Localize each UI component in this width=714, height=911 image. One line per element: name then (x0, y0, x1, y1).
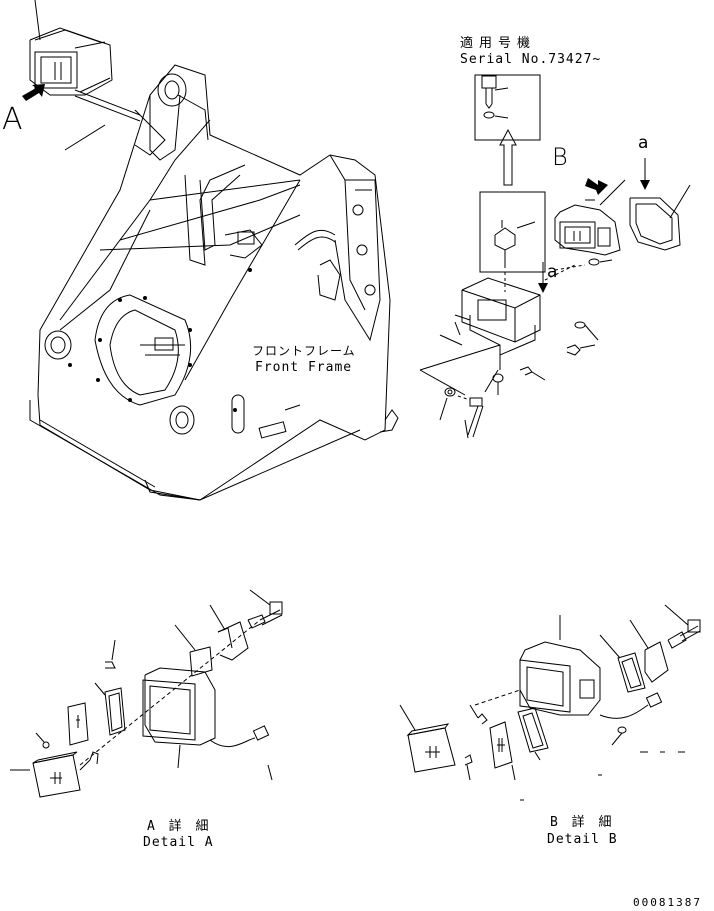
view-a-callout: A (2, 102, 23, 137)
detail-a-exploded (10, 590, 282, 797)
detail-a-label-jp: A 詳 細 (147, 819, 212, 834)
serial-title-jp: 適用号機 (460, 36, 537, 51)
detail-b-label-jp: B 詳 細 (550, 815, 615, 830)
serial-inset (475, 75, 540, 140)
detail-b-exploded (400, 605, 700, 800)
lamp-a-assembly (22, 0, 140, 150)
serial-number: Serial No.73427~ (460, 52, 602, 67)
detail-b-label-en: Detail B (547, 832, 618, 847)
bolt-washer-group (420, 345, 500, 438)
ref-a-upper: a (638, 133, 649, 153)
bracket-assembly (440, 192, 575, 395)
hollow-up-arrow (500, 130, 516, 185)
detail-a-label-en: Detail A (143, 835, 214, 850)
drawing-number: 00081387 (633, 896, 702, 909)
lamp-b-assembly (555, 158, 690, 355)
front-frame-label-en: Front Frame (255, 360, 353, 375)
front-frame-label-jp: フロントフレーム (252, 344, 356, 358)
view-b-callout: B (552, 143, 568, 171)
front-frame (30, 65, 398, 500)
ref-a-lower: a (547, 262, 558, 282)
